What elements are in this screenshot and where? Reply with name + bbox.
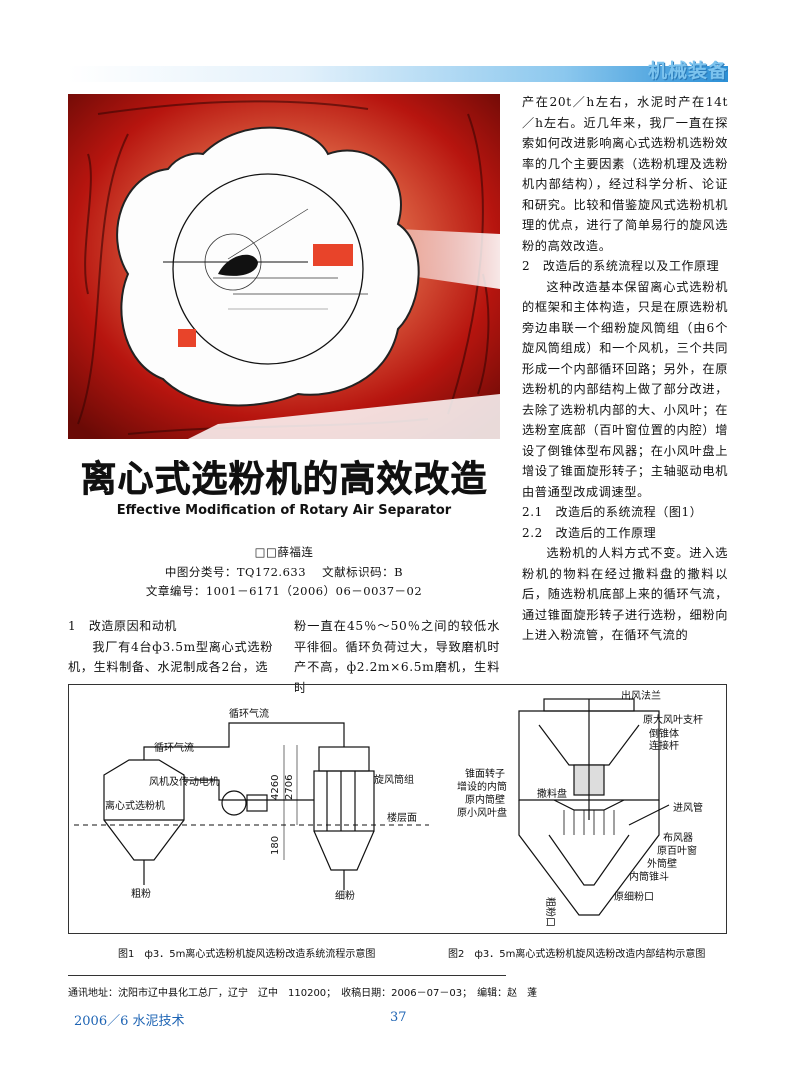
fig2-label-fine-outlet: 原细粉口: [614, 890, 654, 903]
fig1-label-fine: 细粉: [335, 889, 355, 902]
article-number-line: 文章编号：1001－6171（2006）06－0037－02: [145, 584, 423, 598]
page-number: 37: [390, 1010, 407, 1025]
paragraph: 产在20t／h左右，水泥时产在14t／h左右。近几年来，我厂一直在探索如何改进影…: [522, 95, 728, 253]
middle-column: 粉一直在45％～50％之间的较低水平徘徊。循环负荷过大，导致磨机时产不高，ф2.…: [294, 616, 500, 698]
subsection-heading-2-1: 2.1 改造后的系统流程（图1）: [522, 505, 703, 519]
fig2-label-outlet-flange: 出风法兰: [621, 689, 661, 702]
fig2-label-cone-rotor: 锥面转子: [465, 767, 505, 780]
rotor-illustration: [68, 94, 500, 439]
fig1-dim-180: 180: [270, 836, 281, 855]
classification-line: 中图分类号：TQ172.633 文献标识码：B: [164, 565, 404, 579]
figure-diagrams: 循环气流 循环气流 风机及传动电机 离心式选粉机 旋风筒组 楼层面 粗粉 细粉 …: [74, 689, 703, 927]
left-column: 1 改造原因和动机 我厂有4台ф3.5m型离心式选粉机，生料制备、水泥制成各2台…: [68, 616, 273, 678]
author: □□薛福连: [254, 545, 314, 559]
figure1-caption: 图1 ф3．5m离心式选粉机旋风选粉改造系统流程示意图: [118, 949, 376, 960]
hero-illustration: [68, 94, 500, 439]
figure1-flow-diagram: [74, 722, 429, 890]
header-band: [68, 66, 728, 82]
article-title: 离心式选粉机的高效改造: [80, 459, 488, 501]
footnote-divider: [68, 975, 506, 976]
fig2-label-inlet-pipe: 进风管: [673, 801, 703, 814]
section-label: 机械装备: [647, 60, 728, 82]
figure-box: 循环气流 循环气流 风机及传动电机 离心式选粉机 旋风筒组 楼层面 粗粉 细粉 …: [68, 684, 727, 934]
journal-issue: 2006／6 水泥技术: [74, 1014, 185, 1029]
fig2-label-inner-hopper: 内筒锥斗: [629, 870, 669, 883]
fig2-label-inner-wall: 原内筒壁: [465, 793, 505, 806]
article-title-english: Effective Modification of Rotary Air Sep…: [116, 503, 452, 518]
fig1-label-separator: 离心式选粉机: [105, 799, 165, 812]
fig1-dim-2706: 2706: [284, 775, 295, 800]
paragraph: 粉一直在45％～50％之间的较低水平徘徊。循环负荷过大，导致磨机时产不高，ф2.…: [294, 619, 500, 695]
fig2-label-added-inner: 增设的内筒: [457, 780, 507, 793]
figure2-structure-diagram: [518, 698, 670, 916]
fig1-label-cycle-air-top: 循环气流: [229, 707, 269, 720]
fig1-label-floor: 楼层面: [387, 811, 417, 824]
fig2-label-louver: 原百叶窗: [657, 844, 697, 857]
right-column: 产在20t／h左右，水泥时产在14t／h左右。近几年来，我厂一直在探索如何改进影…: [522, 92, 728, 646]
fig1-label-cyclone-group: 旋风筒组: [374, 773, 414, 786]
paragraph: 这种改造基本保留离心式选粉机的框架和主体构造，只是在原选粉机旁边串联一个细粉旋风…: [522, 279, 728, 499]
figure2-caption: 图2 ф3．5m离心式选粉机旋风选粉改造内部结构示意图: [448, 949, 706, 960]
fig2-label-small-fan: 原小风叶盘: [457, 806, 507, 819]
fig2-label-distributor: 布风器: [663, 832, 693, 844]
fig2-label-coarse-outlet: 粗粉口: [544, 897, 557, 927]
fig2-label-big-fan: 原大风叶支杆: [643, 713, 703, 726]
section-heading-2: 2 改造后的系统流程以及工作原理: [522, 259, 720, 273]
subsection-heading-2-2: 2.2 改造后的工作原理: [522, 525, 657, 540]
fig2-label-outer-shell: 外筒壁: [647, 857, 677, 870]
footnote: 通讯地址：沈阳市辽中县化工总厂，辽宁 辽中 110200； 收稿日期：2006－…: [68, 988, 538, 999]
paragraph: 选粉机的人料方式不变。进入选粉机的物料在经过撒料盘的撒料以后，随选粉机底部上来的…: [522, 546, 728, 642]
fig1-label-coarse: 粗粉: [131, 887, 151, 900]
figure2-labels: 出风法兰 原大风叶支杆 倒锥体 连接杆 锥面转子 增设的内筒 原内筒壁 原小风叶…: [457, 689, 703, 927]
fig2-label-connecting-rod: 连接杆: [649, 739, 679, 752]
fig2-label-inverted-cone: 倒锥体: [649, 728, 679, 740]
fig1-dim-4260: 4260: [270, 775, 281, 800]
fig1-label-fan-motor: 风机及传动电机: [149, 775, 219, 788]
fig1-label-cycle-air-left: 循环气流: [154, 741, 194, 754]
fig2-label-spread-plate: 撒料盘: [537, 787, 567, 800]
section-heading-1: 1 改造原因和动机: [68, 619, 178, 633]
paragraph: 我厂有4台ф3.5m型离心式选粉机，生料制备、水泥制成各2台，选: [68, 639, 273, 675]
